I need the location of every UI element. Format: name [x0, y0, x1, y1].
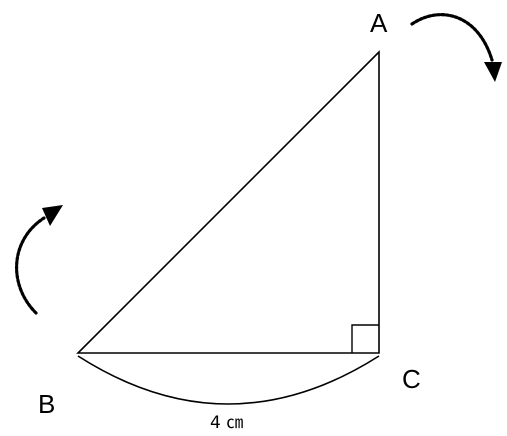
vertex-label-b: B [38, 389, 55, 419]
curved-dotted-arrow-up-icon [15, 205, 63, 315]
vertex-label-a: A [370, 8, 388, 38]
right-angle-marker [351, 324, 379, 353]
side-bc-length-label: 4 ㎝ [210, 413, 243, 433]
length-brace-bc [77, 355, 380, 405]
vertex-label-c: C [402, 364, 421, 394]
curved-dotted-arrow-clockwise-icon [410, 13, 502, 82]
triangle-abc [76, 50, 380, 354]
